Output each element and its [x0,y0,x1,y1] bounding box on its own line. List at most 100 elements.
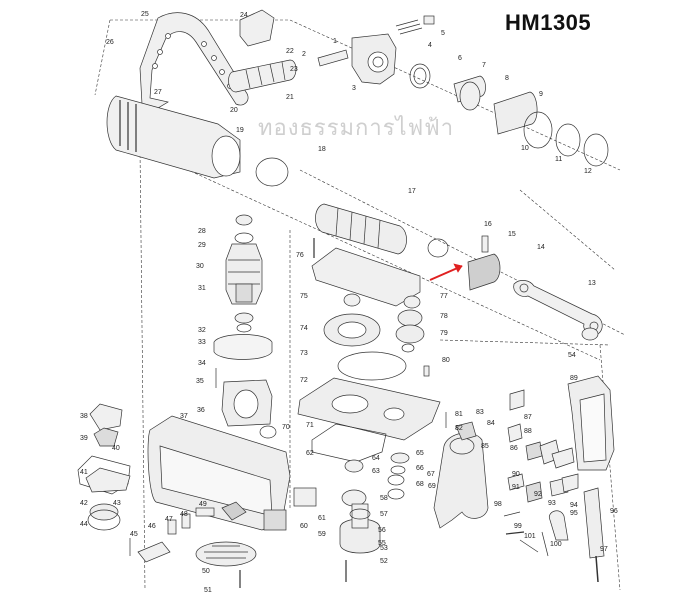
part-number-labels: 1234567891011121314151617181920212223242… [80,11,618,594]
part-label-37: 37 [180,413,188,420]
bearing-32 [234,312,254,324]
part-label-4: 4 [428,42,432,49]
part-label-27: 27 [154,89,162,96]
pin-15 [481,235,489,253]
part-label-78: 78 [440,313,448,320]
part-label-72: 72 [300,377,308,384]
part-label-64: 64 [372,455,380,462]
bolt-49 [195,507,215,517]
bolt-2 [317,49,349,67]
pin-80 [423,365,430,377]
part-label-24: 24 [240,12,248,19]
part-label-85: 85 [481,443,489,450]
part-label-1: 1 [333,38,337,45]
cap-39 [93,427,119,447]
oring-18 [255,157,289,187]
part-label-53: 53 [380,545,388,552]
part-label-96: 96 [610,508,618,515]
bearing-64 [344,459,364,473]
part-label-80: 80 [442,357,450,364]
part-label-94: 94 [570,502,578,509]
switch-82 [455,421,477,441]
part-label-11: 11 [555,156,562,163]
part-label-99: 99 [514,523,522,530]
connecting-rod-13 [513,280,603,336]
part-label-50: 50 [202,568,210,575]
part-label-16: 16 [484,221,492,228]
part-label-38: 38 [80,413,88,420]
part-label-87: 87 [524,414,532,421]
part-label-52: 52 [380,558,388,565]
part-label-48: 48 [180,511,188,518]
plate-61 [293,487,317,507]
part-label-95: 95 [570,510,578,517]
ring-10 [523,111,553,149]
part-label-98: 98 [494,501,502,508]
part-label-68: 68 [416,481,424,488]
ring-67 [387,474,405,486]
brush-85 [507,423,523,443]
part-label-93: 93 [548,500,556,507]
part-label-26: 26 [106,39,114,46]
screw-98 [503,511,521,517]
plate-60 [263,509,287,531]
gasket-62 [311,423,387,463]
washer-33 [236,323,252,333]
part-label-69: 69 [428,483,436,490]
part-label-54: 54 [568,352,576,359]
part-label-28: 28 [198,228,206,235]
oring-6 [409,63,431,89]
shaft-56 [351,503,369,529]
part-label-34: 34 [198,360,206,367]
clip-94 [561,473,579,493]
ring-12 [583,133,609,167]
spring-4 [395,19,423,35]
part-label-89: 89 [570,375,578,382]
part-label-23: 23 [290,66,298,73]
cord-96 [583,487,605,559]
ring-70 [259,425,277,439]
cord-guard-95 [548,510,569,541]
part-label-15: 15 [508,231,516,238]
part-label-21: 21 [286,94,294,101]
ring-65 [390,452,410,464]
part-label-88: 88 [524,428,532,435]
part-label-101: 101 [524,533,536,540]
oring-72 [337,351,407,381]
part-label-63: 63 [372,468,380,475]
bearing-small [401,343,415,353]
baffle-34 [213,334,273,360]
part-label-61: 61 [318,515,326,522]
part-label-60: 60 [300,523,308,530]
switch-handle-56 [433,432,489,529]
ring-47 [167,519,177,535]
part-label-42: 42 [80,500,88,507]
part-label-44: 44 [80,521,88,528]
seal-58 [341,489,367,507]
part-label-83: 83 [476,409,484,416]
part-label-84: 84 [487,420,495,427]
part-label-71: 71 [306,422,314,429]
tool-holder-53 [339,518,381,554]
cap-5 [423,15,435,25]
part-label-46: 46 [148,523,156,530]
cover-50 [195,541,257,567]
part-label-5: 5 [441,30,445,37]
part-label-82: 82 [455,425,463,432]
part-label-86: 86 [510,445,518,452]
screw-101 [519,539,539,553]
ring-48 [181,513,191,529]
part-label-91: 91 [512,484,520,491]
part-label-3: 3 [352,85,356,92]
assembly-guide-lines [94,19,626,591]
part-label-20: 20 [230,107,238,114]
part-label-74: 74 [300,325,308,332]
part-label-55: 55 [378,540,386,547]
part-label-13: 13 [588,280,596,287]
part-label-79: 79 [440,330,448,337]
part-label-10: 10 [521,145,529,152]
commutator-31 [235,283,253,303]
part-label-39: 39 [80,435,88,442]
bearing-54 [581,327,599,341]
ring-69 [387,488,405,500]
